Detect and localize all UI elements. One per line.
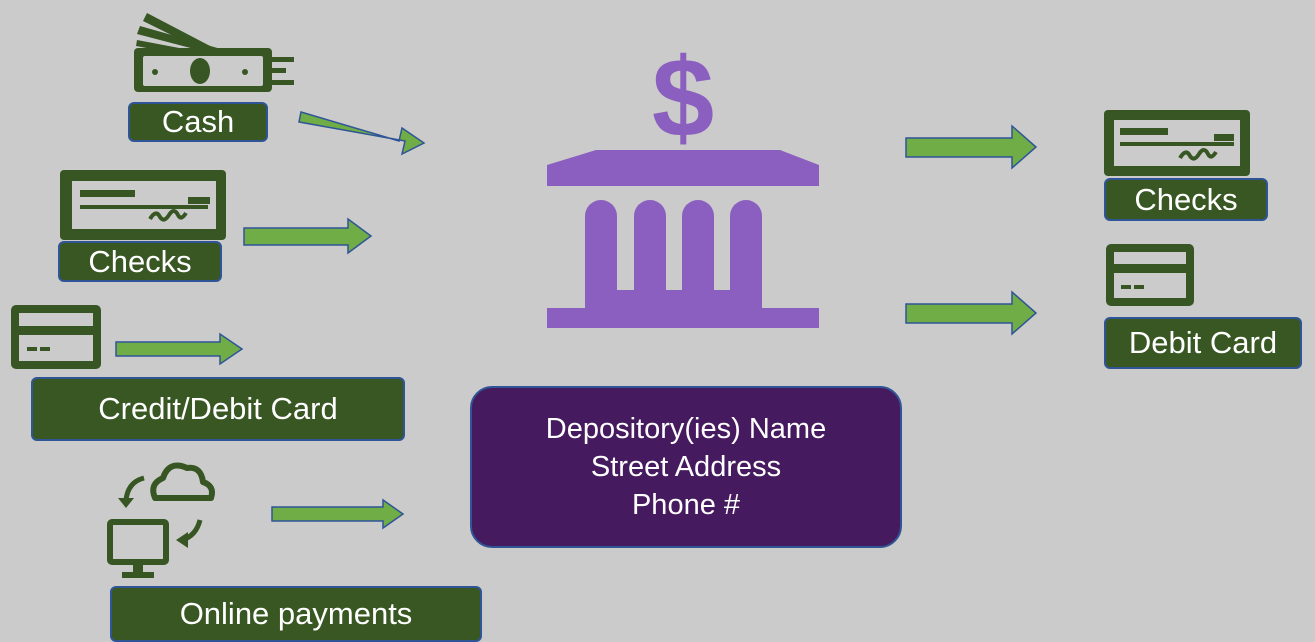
depository-phone: Phone # [631,489,741,521]
cash-icon [134,13,294,92]
card-icon [11,305,101,369]
arrow-out-card [905,290,1038,336]
depository-name: Depository(ies) Name [545,413,827,445]
depository-info-box: Depository(ies) Name Street Address Phon… [470,386,902,548]
cash-label: Cash [128,102,268,142]
credit-debit-card-label: Credit/Debit Card [31,377,405,441]
checks-label: Checks [58,241,222,282]
output-debit-card-label: Debit Card [1104,317,1302,369]
arrow-out-checks [905,124,1038,170]
output-checks-label: Checks [1104,178,1268,221]
online-payment-icon [107,462,215,578]
bank-icon [547,150,819,328]
arrow-card [115,332,244,366]
online-payments-label: Online payments [110,586,482,642]
dollar-sign: $ [652,35,714,160]
check-icon-right [1104,110,1250,176]
arrow-checks [243,217,373,255]
depository-street-address: Street Address [590,451,782,483]
arrow-online [271,498,405,530]
arrow-cash [298,111,426,156]
card-icon-right [1106,244,1194,306]
check-icon [60,170,226,240]
